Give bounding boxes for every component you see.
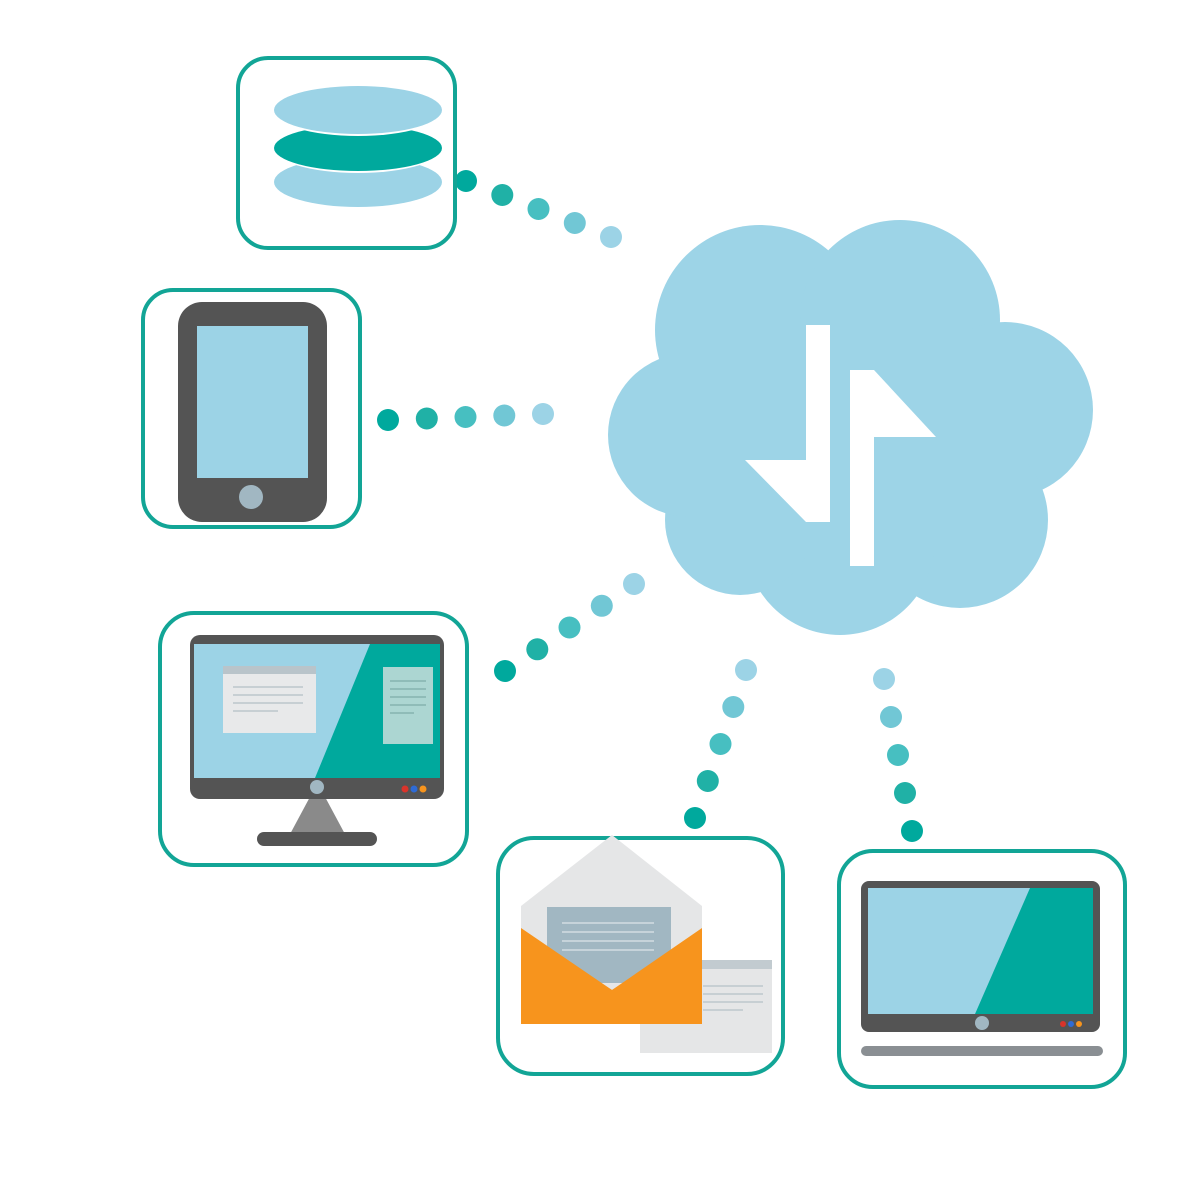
connector-dot-email (722, 696, 745, 718)
connector-dot-tablet (532, 403, 554, 425)
connector-dot-laptop (887, 744, 909, 766)
up-down-arrows-icon (745, 325, 936, 566)
connector-dot-tablet (377, 409, 399, 431)
connector-dot-desktop (590, 594, 613, 617)
connector-dot-email (735, 659, 757, 681)
laptop-power-button-icon (975, 1016, 989, 1030)
tablet-icon (178, 302, 327, 522)
connector-dot-database (455, 170, 477, 192)
connector-dot-database (491, 184, 514, 206)
connector-dot-tablet (454, 406, 477, 428)
connector-dot-database (563, 212, 586, 234)
desktop-indicator-lights-icon (401, 785, 427, 793)
connector-dot-desktop (526, 638, 549, 661)
database-node[interactable] (236, 56, 457, 250)
connector-dot-database (527, 198, 550, 220)
envelope-icon (521, 835, 772, 1053)
cloud-sync-icon (608, 220, 1093, 635)
desktop-window-icon (223, 666, 316, 733)
connector-dot-laptop (901, 820, 923, 842)
connector-dot-database (600, 226, 622, 248)
desktop-monitor-icon (190, 635, 444, 846)
email-node[interactable] (496, 835, 785, 1076)
desktop-sidebar-panel-icon (383, 667, 433, 744)
connector-dot-email (684, 807, 706, 829)
connector-dot-laptop (894, 782, 916, 804)
connector-dot-tablet (493, 404, 516, 427)
desktop-power-button-icon (310, 780, 324, 794)
connector-dot-email (709, 733, 732, 755)
connector-dot-desktop (494, 660, 516, 682)
laptop-indicator-lights-icon (1060, 1021, 1082, 1027)
connector-dot-desktop (623, 573, 645, 595)
connector-dot-laptop (880, 706, 902, 728)
database-icon (272, 84, 444, 207)
connector-dot-email (696, 770, 719, 792)
tablet-node[interactable] (141, 288, 362, 529)
desktop-node[interactable] (158, 611, 469, 867)
connector-dot-tablet (415, 407, 438, 430)
laptop-icon (861, 881, 1103, 1056)
cloud-hub (608, 220, 1093, 635)
connector-dot-desktop (558, 616, 581, 639)
connectors (377, 170, 923, 842)
laptop-base (861, 1046, 1103, 1056)
laptop-node[interactable] (837, 849, 1127, 1089)
connector-dot-laptop (873, 668, 895, 690)
